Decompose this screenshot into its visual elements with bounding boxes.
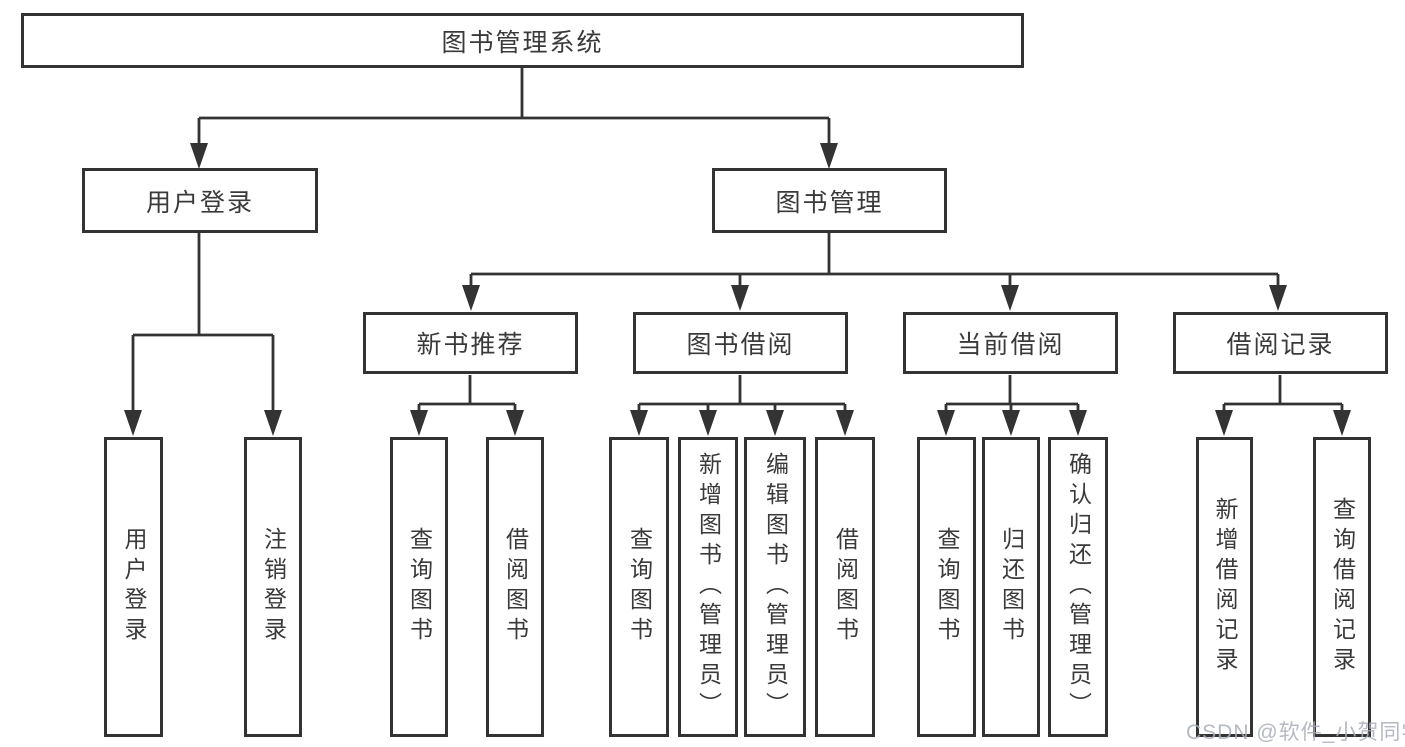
leaf-return-book: 归还图书 [982, 437, 1040, 737]
leaf-query-books-borrow: 查询图书 [609, 437, 669, 737]
leaf-query-books-current: 查询图书 [917, 437, 976, 737]
leaf-borrow-books-recommend: 借阅图书 [486, 437, 544, 737]
node-book-borrow: 图书借阅 [633, 312, 848, 374]
node-user-login: 用户登录 [82, 168, 318, 233]
watermark-text: CSDN @软件_小贺同学 [1186, 721, 1405, 744]
leaf-query-borrow-record: 查询借阅记录 [1313, 437, 1371, 737]
leaf-add-borrow-record: 新增借阅记录 [1196, 437, 1253, 737]
node-book-management: 图书管理 [712, 168, 947, 233]
node-borrow-records: 借阅记录 [1173, 312, 1388, 374]
leaf-user-login: 用户登录 [104, 437, 163, 737]
node-current-borrow: 当前借阅 [903, 312, 1118, 374]
leaf-add-book-admin: 新增图书（管理员） [678, 437, 738, 737]
leaf-confirm-return-admin: 确认归还（管理员） [1048, 437, 1108, 737]
leaf-logout: 注销登录 [244, 437, 302, 737]
leaf-query-books-recommend: 查询图书 [390, 437, 448, 737]
leaf-edit-book-admin: 编辑图书（管理员） [744, 437, 806, 737]
node-new-book-recommend: 新书推荐 [363, 312, 578, 374]
leaf-borrow-books: 借阅图书 [815, 437, 875, 737]
node-root-system: 图书管理系统 [21, 13, 1024, 68]
